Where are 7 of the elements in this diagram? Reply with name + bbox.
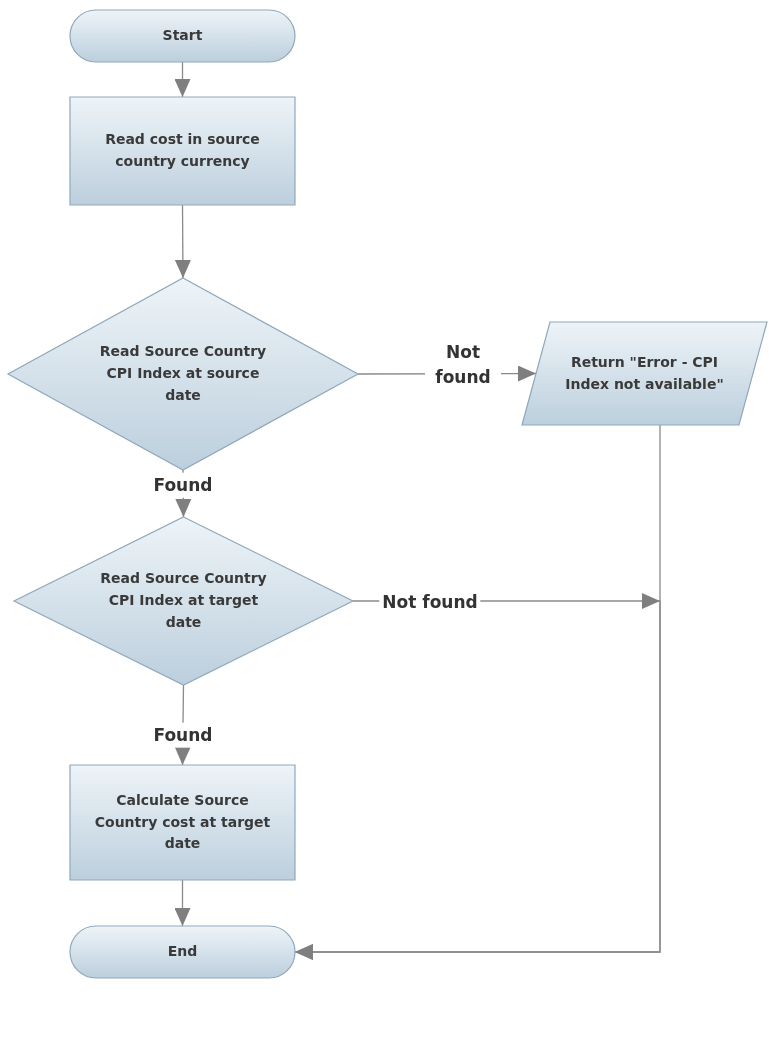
node-text: Read Source Country CPI Index at target date [99, 569, 268, 632]
node-text: Read Source Country CPI Index at source date [98, 342, 268, 405]
node-text: End [167, 942, 198, 962]
node-text: Calculate Source Country cost at target date [93, 790, 272, 854]
node-text: Read cost in source country currency [104, 130, 261, 171]
node-text: Start [162, 26, 203, 46]
node-text: Return "Error - CPI Index not available" [564, 352, 725, 394]
